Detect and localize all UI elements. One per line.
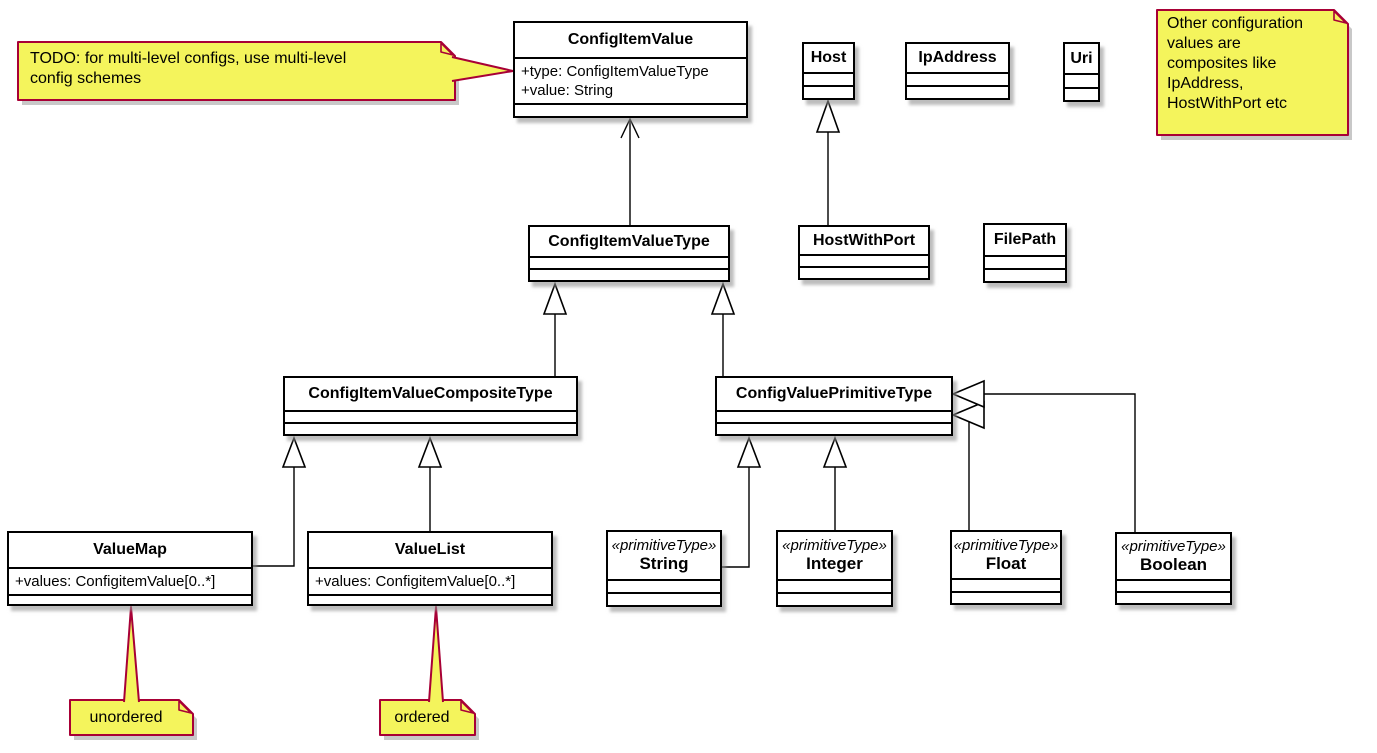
class-boolean: «primitiveType» Boolean [1115, 532, 1232, 605]
class-attrs-empty [717, 410, 951, 422]
class-title-block: «primitiveType» Float [952, 532, 1060, 578]
edge-string-to-primitive [722, 465, 750, 568]
class-attrs-empty [530, 256, 728, 268]
triangle-arrowhead [710, 281, 736, 315]
class-attrs-empty [778, 579, 891, 592]
class-configitemvalue: ConfigItemValue +type: ConfigItemValueTy… [513, 21, 748, 118]
class-methods-empty [515, 103, 746, 116]
note-todo-pointer [451, 56, 514, 82]
class-attrs-empty [1117, 579, 1230, 591]
triangle-arrowhead [281, 435, 307, 468]
class-title: Host [810, 49, 847, 66]
class-title: Integer [806, 554, 863, 573]
class-attribute: +value: String [521, 82, 614, 99]
class-methods-empty [907, 85, 1008, 98]
class-methods-empty [800, 266, 928, 278]
note-bodies [17, 9, 1349, 736]
class-float: «primitiveType» Float [950, 530, 1062, 605]
class-methods-empty [952, 590, 1060, 604]
class-methods-empty [804, 85, 853, 98]
note-unordered: unordered [89, 708, 163, 726]
class-hostwithport: HostWithPort [798, 225, 930, 280]
open-arrowhead [620, 117, 640, 139]
class-attributes: +type: ConfigItemValueType +value: Strin… [515, 57, 746, 103]
class-title: Float [985, 553, 1027, 573]
class-title: ConfigItemValueType [548, 232, 710, 250]
class-methods-empty [309, 594, 551, 604]
triangle-arrowhead [950, 379, 985, 409]
class-attrs-empty [800, 254, 928, 266]
class-configvalueprimitivetype: ConfigValuePrimitiveType [715, 376, 953, 436]
stereotype-label: «primitiveType» [611, 537, 717, 554]
class-integer: «primitiveType» Integer [776, 530, 893, 607]
class-attrs-empty [608, 579, 720, 592]
note-todo: TODO: for multi-level configs, use multi… [30, 50, 347, 87]
class-title: FilePath [993, 231, 1057, 248]
class-attrs-empty [1065, 73, 1098, 87]
class-valuelist: ValueList +values: ConfigitemValue[0..*] [307, 531, 553, 606]
note-ordered-tail [428, 606, 444, 703]
class-configitemvaluetype: ConfigItemValueType [528, 225, 730, 282]
class-uri: Uri [1063, 42, 1100, 102]
stereotype-label: «primitiveType» [782, 537, 887, 554]
edge-valuemap-to-composite [253, 465, 295, 567]
class-title: ConfigItemValueCompositeType [308, 385, 553, 402]
class-methods-empty [1117, 591, 1230, 603]
stereotype-label: «primitiveType» [1121, 538, 1226, 555]
class-methods-empty [778, 592, 891, 605]
class-methods-empty [285, 422, 576, 434]
class-title: ConfigItemValue [567, 31, 694, 48]
note-unordered-tail [123, 606, 140, 703]
triangle-arrowhead [950, 400, 985, 430]
class-string: «primitiveType» String [606, 530, 722, 607]
class-title-block: «primitiveType» Integer [778, 532, 891, 579]
note-ordered: ordered [394, 708, 450, 726]
class-attributes: +values: ConfigitemValue[0..*] [309, 567, 551, 594]
stereotype-label: «primitiveType» [953, 536, 1059, 554]
triangle-arrowhead [815, 98, 841, 133]
edge-boolean-to-primitive [984, 393, 1136, 532]
class-attrs-empty [907, 72, 1008, 85]
triangle-arrowhead [736, 435, 762, 468]
class-title: ValueMap [93, 541, 167, 558]
class-methods-empty [9, 594, 251, 604]
fold-icon [440, 42, 454, 56]
class-title: String [639, 554, 689, 573]
class-attrs-empty [952, 578, 1060, 591]
class-methods-empty [530, 268, 728, 280]
triangle-arrowhead [822, 435, 848, 468]
class-methods-empty [1065, 86, 1098, 101]
class-title: ValueList [394, 541, 466, 558]
triangle-arrowhead [417, 435, 443, 468]
class-title-block: «primitiveType» String [608, 532, 720, 579]
class-title: HostWithPort [812, 231, 916, 249]
class-attrs-empty [985, 255, 1065, 268]
class-filepath: FilePath [983, 223, 1067, 283]
class-title-block: «primitiveType» Boolean [1117, 534, 1230, 579]
class-attributes: +values: ConfigitemValue[0..*] [9, 567, 251, 594]
class-title: ConfigValuePrimitiveType [735, 385, 933, 402]
class-attribute: +type: ConfigItemValueType [521, 63, 709, 80]
class-methods-empty [717, 422, 951, 434]
class-attribute: +values: ConfigitemValue[0..*] [315, 573, 516, 590]
triangle-arrowhead [542, 281, 568, 315]
class-title: Boolean [1139, 555, 1208, 574]
class-title: IpAddress [918, 49, 997, 66]
class-configitemvaluecompositetype: ConfigItemValueCompositeType [283, 376, 578, 436]
class-attribute: +values: ConfigitemValue[0..*] [15, 573, 216, 590]
relationship-lines [253, 117, 1136, 568]
class-ipaddress: IpAddress [905, 42, 1010, 100]
class-title: Uri [1070, 49, 1093, 67]
class-methods-empty [608, 592, 720, 605]
class-host: Host [802, 42, 855, 100]
class-attrs-empty [285, 410, 576, 422]
note-shadows [22, 15, 1352, 740]
note-composites: Other configuration values are composite… [1167, 15, 1304, 112]
class-attrs-empty [804, 72, 853, 85]
note-fold-icons [178, 10, 1347, 714]
class-methods-empty [985, 268, 1065, 281]
class-valuemap: ValueMap +values: ConfigitemValue[0..*] [7, 531, 253, 606]
